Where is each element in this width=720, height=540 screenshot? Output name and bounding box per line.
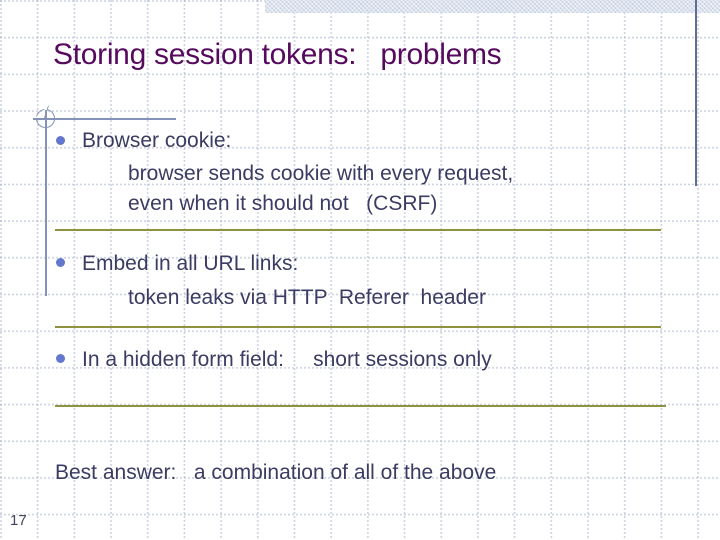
- bullet-subline: browser sends cookie with every request,: [128, 162, 514, 185]
- page-number: 17: [10, 512, 27, 529]
- right-accent-line: [695, 0, 697, 186]
- bullet-label: In a hidden form field: short sessions o…: [82, 348, 492, 371]
- bullet-dot: [56, 136, 65, 145]
- bullet-subline: token leaks via HTTP Referer header: [128, 286, 486, 309]
- top-accent-band: [265, 0, 720, 13]
- bullet-label: Browser cookie:: [82, 129, 232, 152]
- separator-rule: [55, 405, 666, 407]
- separator-rule: [55, 229, 661, 231]
- bullet-dot: [56, 258, 65, 267]
- decoration-vertical-line: [45, 110, 47, 296]
- separator-rule: [55, 326, 661, 328]
- bullet-label: Embed in all URL links:: [82, 252, 299, 275]
- slide-title: Storing session tokens: problems: [53, 38, 502, 71]
- conclusion-text: Best answer: a combination of all of the…: [55, 461, 497, 484]
- bullet-subline: even when it should not (CSRF): [128, 192, 438, 215]
- bullet-dot: [56, 354, 65, 363]
- decoration-horizontal-line: [33, 118, 176, 120]
